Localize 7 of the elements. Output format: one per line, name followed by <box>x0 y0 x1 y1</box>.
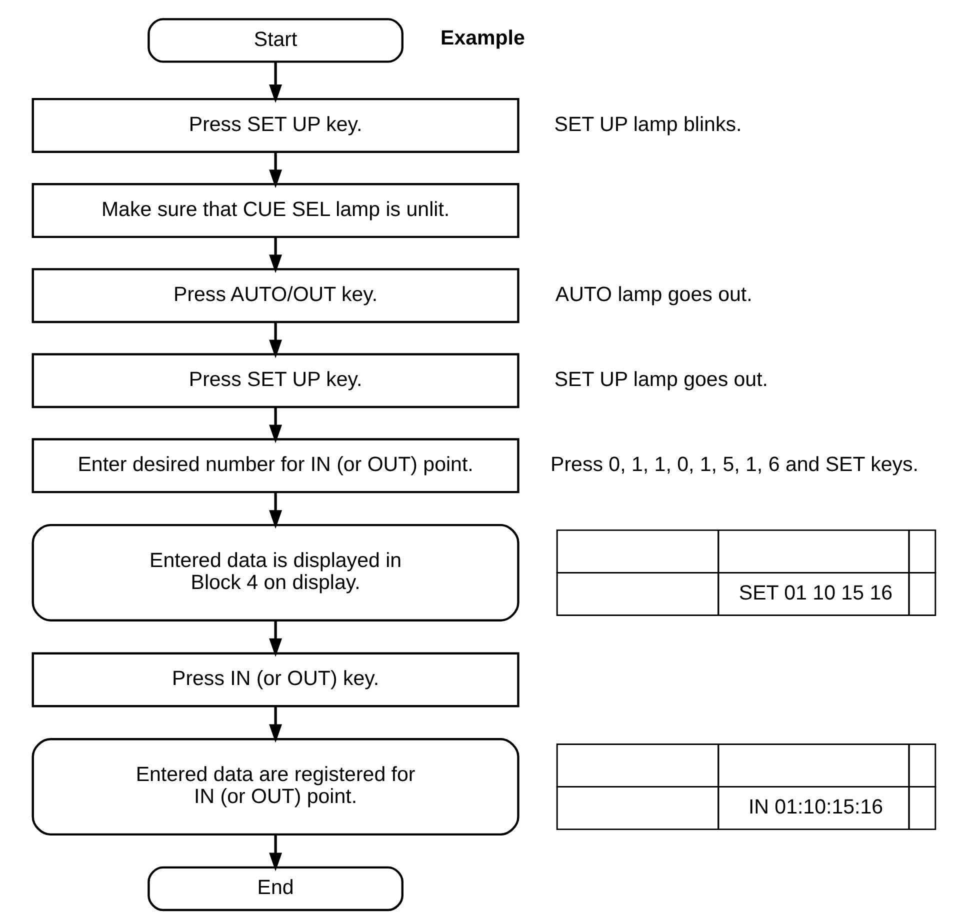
label: Example <box>440 26 525 50</box>
node-label: SET UP lamp goes out. <box>554 368 768 392</box>
node-label: Press 0, 1, 1, 0, 1, 5, 1, 6 and SET keys. <box>550 453 918 476</box>
node-label: AUTO lamp goes out. <box>555 282 752 306</box>
label: SET 01 10 15 16 <box>738 581 893 604</box>
node-label: SET UP lamp blinks. <box>554 112 742 136</box>
label: IN 01:10:15:16 <box>748 795 884 818</box>
